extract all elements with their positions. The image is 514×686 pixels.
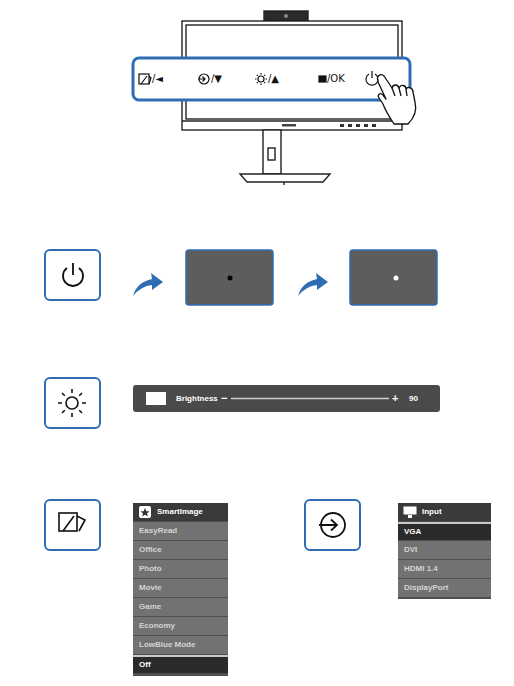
smartimage-symbol	[59, 513, 85, 531]
menu-item-text: Office	[139, 541, 162, 559]
input-symbol	[319, 513, 345, 537]
power-button	[45, 250, 100, 300]
menu-item: DisplayPort	[398, 579, 491, 597]
button-label: /OK	[327, 72, 345, 86]
selected-menu-item: VGA	[398, 522, 491, 540]
menu-item-text: DisplayPort	[404, 579, 448, 597]
menu-item: LowBlue Mode	[133, 636, 228, 654]
led-dot	[228, 276, 233, 281]
menu-item: HDMI 1.4	[398, 560, 491, 578]
slider-sign: −	[221, 385, 227, 412]
slider-label: Brightness	[176, 385, 218, 412]
screen-icon	[403, 506, 417, 518]
brightness-swatch	[146, 392, 166, 405]
slider-track	[231, 398, 389, 400]
brightness-button	[45, 378, 100, 428]
led-on-panel	[350, 250, 437, 305]
slider-value: 90	[409, 385, 418, 412]
menu-item-text: DVI	[404, 541, 417, 559]
slider-sign: +	[392, 385, 398, 412]
menu-header: Input	[422, 503, 442, 521]
menu-item-text: LowBlue Mode	[139, 636, 195, 654]
brightness-slider: Brightness− +90	[133, 385, 440, 412]
menu-item-text: Movie	[139, 579, 162, 597]
menu-item: Office	[133, 541, 228, 559]
menu-item: Photo	[133, 560, 228, 578]
menu-item-text: HDMI 1.4	[404, 560, 438, 578]
sun-symbol	[58, 389, 86, 417]
menu-item: Movie	[133, 579, 228, 597]
selected-menu-item: Off	[133, 655, 228, 673]
pressing-hand	[378, 75, 416, 124]
menu-item: Game	[133, 598, 228, 616]
menu-header: SmartImage	[157, 503, 203, 521]
menu-item-text: VGA	[404, 524, 421, 540]
power-symbol	[63, 263, 83, 286]
led-off-panel	[186, 250, 273, 305]
button-bar	[133, 58, 410, 100]
osd-menu: InputVGADVIHDMI 1.4DisplayPort	[398, 503, 491, 599]
osd-menu: SmartImageEasyReadOfficePhotoMovieGameEc…	[133, 503, 228, 676]
button-label: /▼	[211, 72, 222, 86]
led-dot	[394, 276, 399, 281]
button-label: /▲	[268, 72, 279, 86]
input-button	[305, 500, 360, 550]
star-icon	[138, 506, 152, 518]
menu-item-text: Economy	[139, 617, 175, 635]
menu-item: DVI	[398, 541, 491, 559]
menu-item-text: Photo	[139, 560, 162, 578]
menu-item: Economy	[133, 617, 228, 635]
button-label: /◄	[152, 72, 163, 86]
button-icons	[139, 71, 378, 85]
menu-item: EasyRead	[133, 522, 228, 540]
menu-item-text: Game	[139, 598, 161, 616]
menu-item-text: Off	[139, 657, 151, 673]
smartimage-button	[45, 500, 100, 550]
menu-item-text: EasyRead	[139, 522, 177, 540]
brightness-bar	[133, 385, 440, 412]
